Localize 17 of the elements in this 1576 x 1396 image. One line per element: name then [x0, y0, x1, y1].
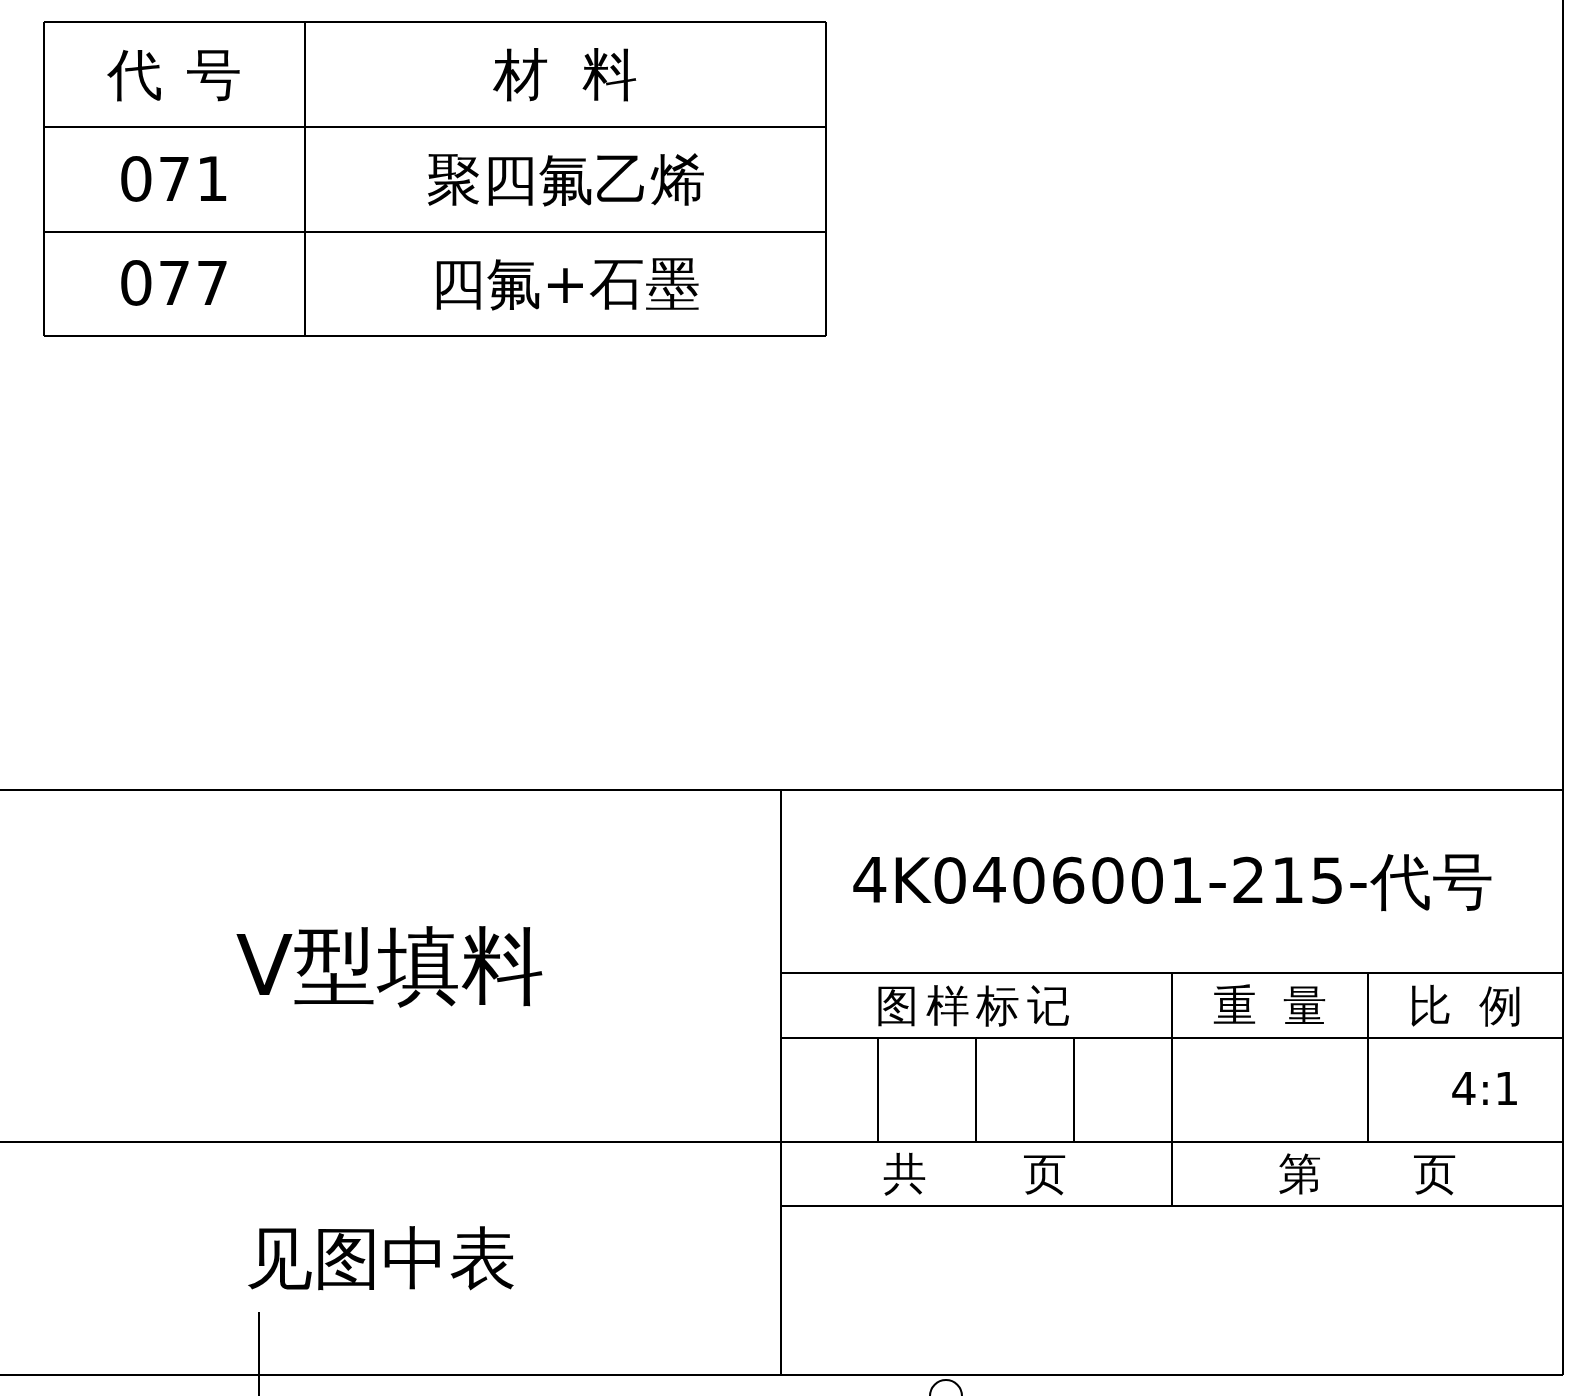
table-text: 077 [117, 254, 232, 314]
table-text: 见图中表 [244, 1224, 518, 1293]
table-text: 页 [1413, 1152, 1457, 1196]
table-text: 图样标记 [875, 983, 1078, 1028]
table-text: 页 [1023, 1152, 1067, 1196]
table-text: 4:1 [1449, 1068, 1521, 1112]
table-text: 第 [1278, 1152, 1322, 1196]
table-text: V型填料 [235, 924, 546, 1008]
table-text: 071 [117, 149, 232, 210]
table-text: 四氟+石墨 [430, 256, 701, 312]
table-text: 共 [883, 1152, 927, 1196]
table-text: 聚四氟乙烯 [425, 151, 706, 208]
table-text: 比例 [1407, 983, 1550, 1028]
table-text: 重量 [1211, 983, 1354, 1028]
table-text: 4K0406001-215-代号 [850, 850, 1494, 913]
table-text: 代号 [106, 46, 265, 103]
table-text: 材料 [491, 46, 672, 103]
